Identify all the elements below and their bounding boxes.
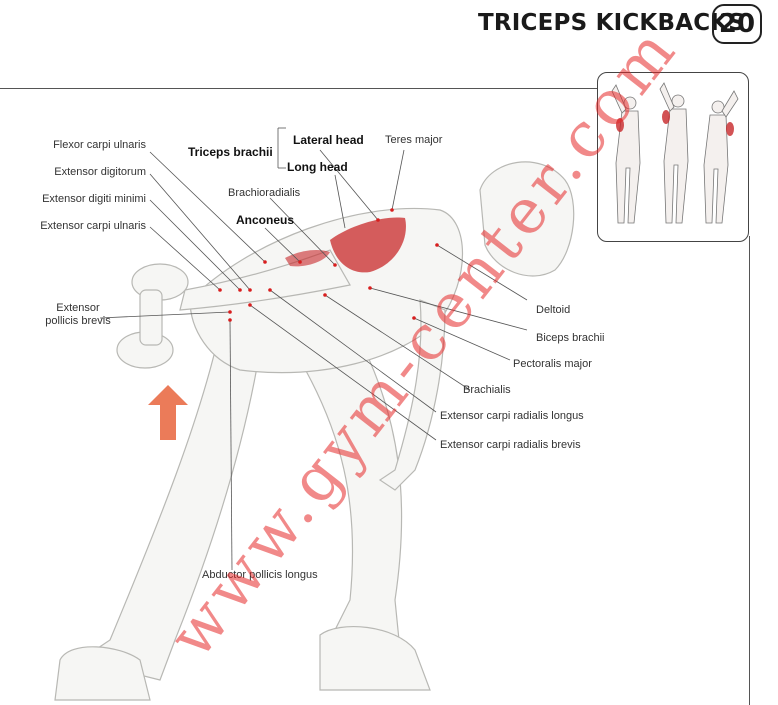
front-leg (299, 339, 403, 651)
label-brachioradialis: Brachioradialis (228, 187, 301, 199)
label-extensor-carpi-radialis-longus: Extensor carpi radialis longus (440, 410, 584, 422)
page-title: TRICEPS KICKBACKS (478, 10, 746, 36)
label-extensor-pollicis-brevis-line1: Extensor (56, 302, 100, 314)
label-brachialis: Brachialis (463, 384, 511, 396)
label-long-head: Long head (287, 160, 348, 174)
frame-top-line (0, 88, 600, 89)
label-anconeus: Anconeus (236, 213, 295, 227)
label-extensor-pollicis-brevis-line2: pollicis brevis (45, 315, 111, 327)
back-shoe (54, 646, 151, 701)
dumbbell-handle (139, 289, 163, 346)
label-extensor-carpi-radialis-brevis: Extensor carpi radialis brevis (440, 439, 581, 451)
label-teres-major: Teres major (385, 134, 443, 146)
label-extensor-digitorum: Extensor digitorum (54, 166, 146, 178)
inset-figures (611, 82, 739, 224)
frame-right-line (749, 236, 750, 705)
label-deltoid: Deltoid (536, 304, 571, 316)
label-extensor-carpi-ulnaris: Extensor carpi ulnaris (40, 220, 146, 232)
head (479, 161, 575, 277)
label-biceps-brachii: Biceps brachii (536, 332, 605, 344)
label-triceps-brachii: Triceps brachii (188, 145, 273, 159)
support-arm (378, 299, 446, 491)
label-abductor-pollicis-longus: Abductor pollicis longus (202, 569, 318, 581)
marker-dots (218, 208, 439, 322)
page-number-badge: 20 (712, 4, 762, 44)
label-lateral-head: Lateral head (293, 133, 364, 147)
front-shoe (319, 625, 431, 691)
label-flexor-carpi-ulnaris: Flexor carpi ulnaris (53, 139, 146, 151)
anatomy-inset (597, 72, 749, 242)
direction-arrow (148, 385, 188, 440)
label-pectoralis-major: Pectoralis major (513, 358, 592, 370)
triceps-highlight (330, 217, 406, 273)
label-extensor-digiti-minimi: Extensor digiti minimi (42, 193, 146, 205)
leader-lines (99, 127, 528, 571)
triceps-highlight-lower (285, 250, 330, 267)
